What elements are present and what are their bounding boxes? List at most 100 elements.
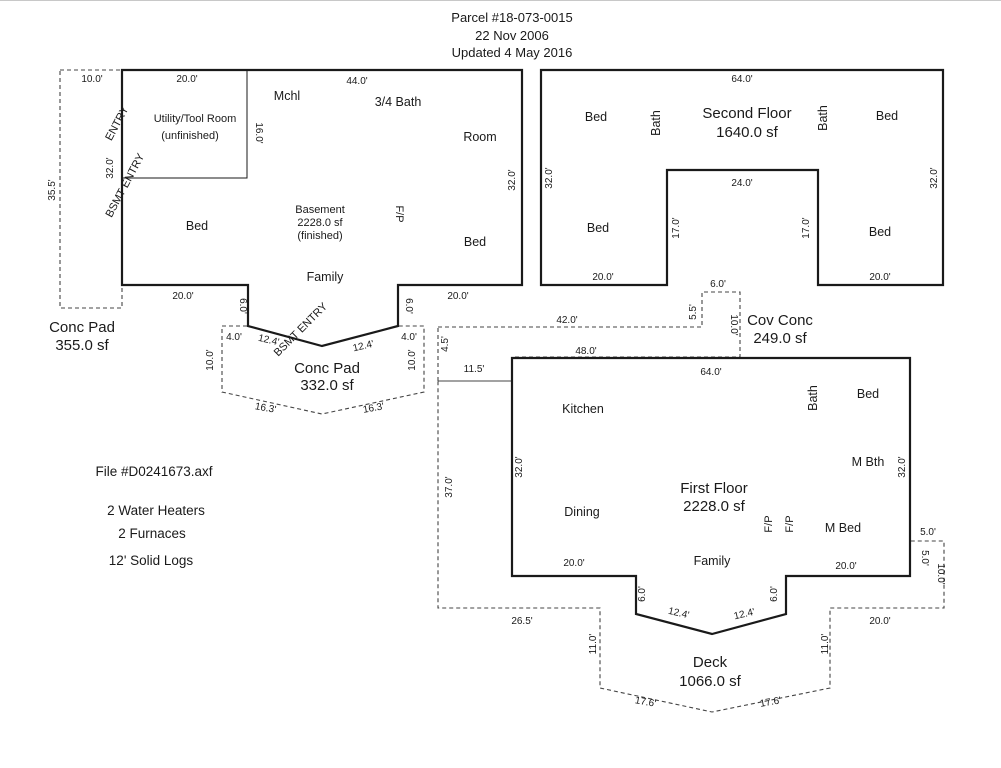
conc-pad-entry: 4.0' 4.0' 10.0' 10.0' 16.3' 16.3' Conc P…: [205, 325, 425, 416]
basement-dim-top-left: 20.0': [176, 74, 197, 85]
conc-pad-entry-title: Conc Pad: [294, 360, 360, 377]
second-floor-dim-notch-left: 17.0': [671, 217, 682, 238]
note-water-heaters: 2 Water Heaters: [107, 503, 205, 518]
first-floor-bath: Bath: [806, 385, 820, 411]
conc-pad-entry-dim-bottom-right: 16.3': [362, 401, 385, 416]
first-floor-mbth: M Bth: [852, 455, 885, 469]
second-floor-title: Second Floor: [702, 105, 791, 122]
utility-room-status: (unfinished): [161, 130, 218, 142]
basement-dim-bottom-right: 20.0': [447, 291, 468, 302]
conc-pad-left-dim-top: 10.0': [81, 74, 102, 85]
basement-fireplace: F/P: [393, 205, 405, 222]
conc-pad-left-title: Conc Pad: [49, 319, 115, 336]
conc-pad-left-area-text: 355.0 sf: [55, 337, 109, 354]
deck-dim-step-side1: 5.0': [919, 550, 930, 566]
second-floor-area: 1640.0 sf: [716, 124, 779, 141]
second-floor-dim-notch-right: 17.0': [801, 217, 812, 238]
second-floor-dim-bottom-left: 20.0': [592, 272, 613, 283]
deck-dim-left: 37.0': [444, 476, 455, 497]
first-floor-dim-angle-left: 12.4': [667, 606, 690, 622]
first-floor-bed: Bed: [857, 387, 879, 401]
first-floor-dim-right: 32.0': [897, 456, 908, 477]
deck-area: [437, 380, 945, 713]
deck-dim-step-top: 5.0': [920, 527, 936, 538]
basement-dim-notch-left: 6.0': [237, 298, 248, 314]
cov-conc-dim-end: 4.5': [440, 336, 451, 352]
cov-conc-dim-tab-top: 6.0': [710, 279, 726, 290]
basement-title: Basement: [295, 204, 345, 216]
deck-dim-drop-left: 11.0': [588, 634, 599, 655]
deck-dim-angle-right: 17.6': [759, 695, 782, 710]
second-floor-outline: [539, 68, 945, 287]
second-floor-bed-tr: Bed: [876, 109, 898, 123]
conc-pad-left: 10.0' 35.5' Conc Pad 355.0 sf: [47, 69, 123, 354]
basement-bath: 3/4 Bath: [375, 95, 422, 109]
basement-outline: [120, 68, 524, 348]
bsmt-entry-label-bottom: BSMT ENTRY: [272, 300, 331, 359]
deck-dim-bottom-right: 20.0': [869, 616, 890, 627]
second-floor-bed-tl: Bed: [585, 110, 607, 124]
basement-mchl: Mchl: [274, 89, 300, 103]
deck-dim-angle-left: 17.6': [634, 695, 657, 710]
conc-pad-left-area: [59, 69, 123, 309]
basement-dim-angle-right: 12.4': [352, 339, 375, 355]
note-logs: 12' Solid Logs: [109, 553, 194, 568]
cov-conc-dim-tab-side: 5.5': [688, 304, 699, 320]
cov-conc-dim-tab-inner: 10.0': [728, 314, 739, 335]
first-floor-title: First Floor: [680, 480, 748, 497]
deck-dim-top-left: 11.5': [464, 364, 485, 375]
conc-pad-entry-dim-right-top: 4.0': [401, 332, 417, 343]
parcel-number: Parcel #18-073-0015: [451, 10, 572, 25]
first-floor-kitchen: Kitchen: [562, 402, 604, 416]
basement-dim-angle-left: 12.4': [257, 333, 280, 349]
second-floor-dim-notch-top: 24.0': [731, 178, 752, 189]
first-floor-dim-notch-right: 6.0': [769, 586, 780, 602]
deck-title: Deck: [693, 654, 728, 671]
second-floor-dim-right: 32.0': [929, 167, 940, 188]
basement-bed-right: Bed: [464, 235, 486, 249]
deck-area-text: 1066.0 sf: [679, 673, 742, 690]
conc-pad-entry-dim-bottom-left: 16.3': [254, 401, 277, 416]
first-floor-family: Family: [694, 554, 732, 568]
first-floor-dim-notch-left: 6.0': [637, 586, 648, 602]
first-floor-dim-angle-right: 12.4': [733, 607, 756, 623]
first-floor-dim-left: 32.0': [514, 456, 525, 477]
conc-pad-entry-dim-left-side: 10.0': [205, 349, 216, 370]
deck-dim-step-side2: 10.0': [935, 563, 946, 584]
basement-area: 2228.0 sf: [297, 217, 343, 229]
basement-room: Room: [463, 130, 496, 144]
second-floor-bed-bl: Bed: [587, 221, 609, 235]
basement-dim-bottom-left: 20.0': [172, 291, 193, 302]
second-floor-bath-1: Bath: [649, 110, 663, 136]
basement-dim-top-mid: 44.0': [346, 76, 367, 87]
first-floor-mbed: M Bed: [825, 521, 861, 535]
first-floor-outline: [510, 356, 912, 636]
conc-pad-entry-area-text: 332.0 sf: [300, 377, 354, 394]
basement-bed-left: Bed: [186, 219, 208, 233]
deck: 11.5' 37.0' 26.5' 20.0' 11.0' 11.0' 17.6…: [437, 364, 946, 713]
conc-pad-entry-dim-right-side: 10.0': [407, 349, 418, 370]
basement-dim-utility: 16.0': [253, 122, 264, 143]
updated-date: Updated 4 May 2016: [452, 45, 573, 60]
first-floor-dining: Dining: [564, 505, 599, 519]
top-border: [0, 0, 1001, 1]
deck-dim-bottom-left: 26.5': [511, 616, 532, 627]
second-floor-bed-br: Bed: [869, 225, 891, 239]
basement-dim-notch-right: 6.0': [403, 298, 414, 314]
file-name: File #D0241673.axf: [95, 464, 212, 479]
cov-conc-dim-top: 42.0': [556, 315, 577, 326]
first-floor-dim-bottom-right: 20.0': [835, 561, 856, 572]
second-floor-bath-2: Bath: [816, 105, 830, 131]
second-floor-dim-bottom-right: 20.0': [869, 272, 890, 283]
utility-room-outline: [121, 69, 248, 179]
second-floor: Second Floor 1640.0 sf Bed Bath Bath Bed…: [539, 68, 945, 287]
cov-conc-area-text: 249.0 sf: [753, 330, 807, 347]
basement-status: (finished): [297, 230, 342, 242]
utility-room-label: Utility/Tool Room: [154, 113, 237, 125]
conc-pad-entry-dim-left-top: 4.0': [226, 332, 242, 343]
first-floor-area: 2228.0 sf: [683, 498, 746, 515]
second-floor-dim-left: 32.0': [544, 167, 555, 188]
first-floor-fireplace-1: F/P: [763, 515, 775, 532]
sketch-date: 22 Nov 2006: [475, 28, 549, 43]
